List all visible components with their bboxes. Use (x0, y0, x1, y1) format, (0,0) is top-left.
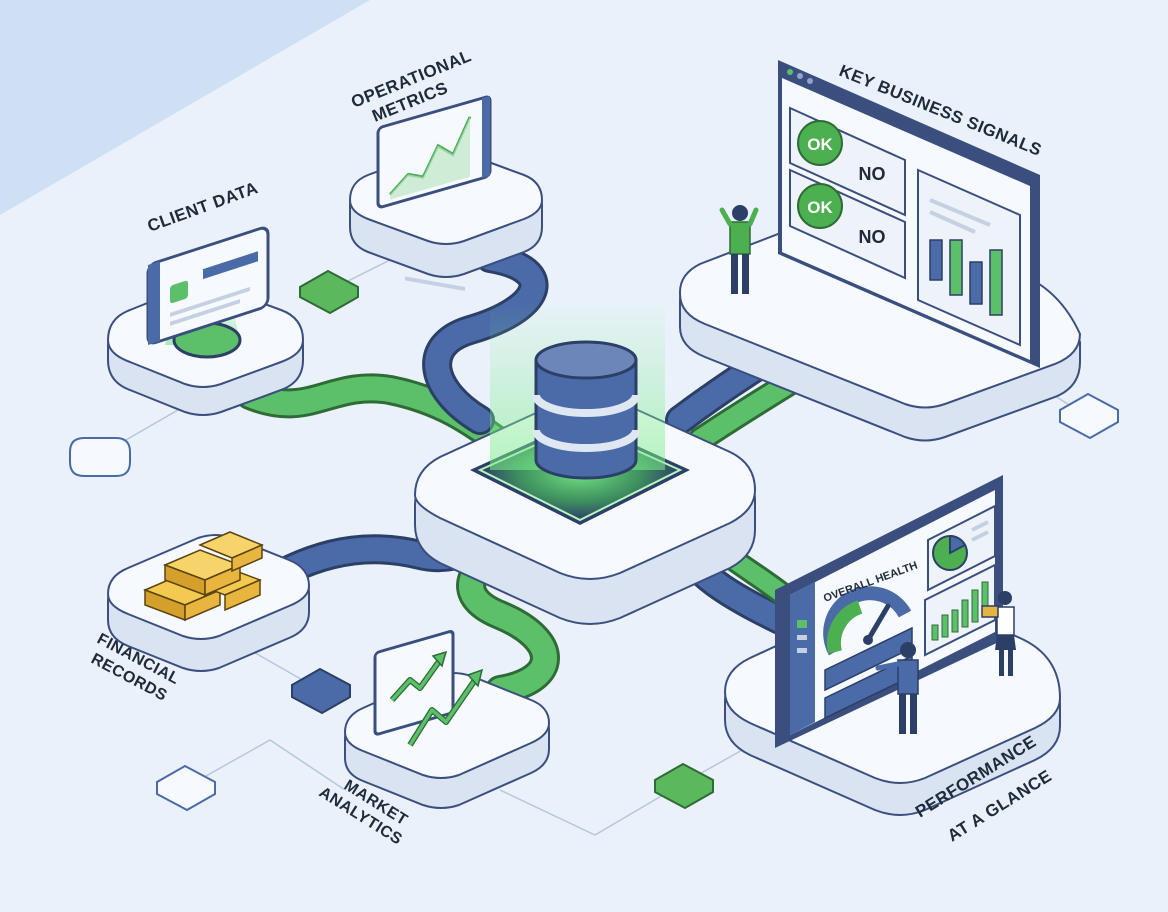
gauge-icon (823, 586, 912, 656)
bar-chart-icon (929, 239, 1003, 316)
signal-status-2: OK (807, 198, 833, 217)
signal-alt-1: NO (859, 164, 886, 184)
client-data-node: CLIENT DATA (106, 178, 305, 416)
satellite-tile-blue (291, 667, 351, 715)
ok-badge-1 (797, 120, 843, 166)
person-icon (981, 591, 1016, 676)
performance-screen: OVERALL HEALTH (775, 475, 1003, 748)
central-hub (413, 300, 757, 625)
performance-node: OVERALL HEALTH (723, 475, 1062, 845)
market-analytics-node: MARKET ANALYTICS (316, 630, 551, 849)
gold-bars-icon (142, 531, 264, 622)
database-icon (532, 340, 640, 480)
ok-badge-2 (797, 183, 843, 229)
satellite-tile (69, 437, 131, 477)
operational-metrics-node: OPERATIONAL METRICS (348, 46, 544, 291)
person-icon (875, 642, 919, 734)
signals-screen: OK NO OK NO (778, 60, 1040, 368)
satellite-tile-green (299, 269, 359, 315)
satellite-tile (156, 764, 216, 812)
background-corner-band (0, 0, 370, 215)
client-card-icon (146, 226, 270, 345)
person-icon (719, 205, 759, 294)
signal-alt-2: NO (859, 227, 886, 247)
pie-chart-icon (932, 534, 968, 571)
satellite-tile (1059, 392, 1119, 440)
satellite-tile-green (654, 762, 714, 810)
signal-status-1: OK (807, 135, 833, 154)
line-chart-icon (376, 95, 492, 209)
financial-records-node: FINANCIAL RECORDS (88, 531, 311, 705)
label-client-data: CLIENT DATA (145, 178, 261, 236)
key-signals-node: OK NO OK NO KEY BUSINESS SIGNALS (679, 60, 1082, 442)
